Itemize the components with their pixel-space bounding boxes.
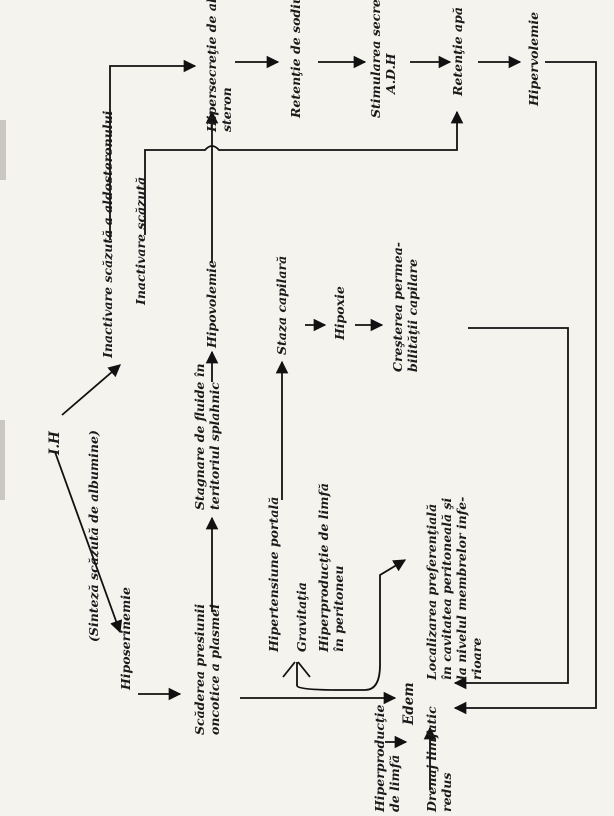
- node-retentie-sodiu: Retenţie de sodiu: [288, 0, 303, 118]
- node-cresterea-permeabilitatii: Creşterea permea-bilităţii capilare: [390, 242, 420, 372]
- arrow-causes-to-edem: [296, 559, 407, 691]
- node-ih: I.H: [47, 431, 63, 455]
- node-inactivare-aldosteron: Inactivare scăzută a aldosteronului: [100, 110, 115, 358]
- node-hiposerinemie: Hiposerinemie: [118, 587, 133, 690]
- arrow-hipervolemie-to-edem: [453, 61, 597, 715]
- node-hipovolemie: Hipovolemie: [204, 260, 219, 348]
- node-gravitatia: Gravitaţia: [294, 582, 309, 652]
- node-hipertensiune-portala: Hipertensiune portală: [266, 496, 281, 652]
- node-hipersecretie: Hipersecreţie de aldo-steron: [204, 0, 234, 132]
- node-sinteza: (Sinteză scăzută de albumine): [86, 430, 101, 642]
- node-hipervolemie: Hipervolemie: [526, 11, 541, 106]
- node-retentie-apa: Retenţie apă: [450, 7, 465, 96]
- arrow-ih-to-hiposerinemie: [54, 451, 123, 634]
- fork-causes: [282, 661, 311, 686]
- scan-edge-mark: [0, 420, 5, 500]
- arrow-crestere-to-edem: [453, 327, 569, 690]
- node-staza-capilara: Staza capilară: [274, 255, 289, 355]
- node-hipoxie: Hipoxie: [332, 286, 347, 340]
- node-inactivare-scazuta: Inactivare scăzută: [133, 176, 148, 305]
- arrow-inactivare-to-hipersecretie: [109, 59, 197, 240]
- node-edem: Edem: [401, 682, 417, 725]
- arrow-inactivare-to-retentie-apa: [144, 110, 464, 235]
- arrow-ih-to-inactivare-aldo: [61, 364, 121, 416]
- scan-edge-mark: [0, 120, 6, 180]
